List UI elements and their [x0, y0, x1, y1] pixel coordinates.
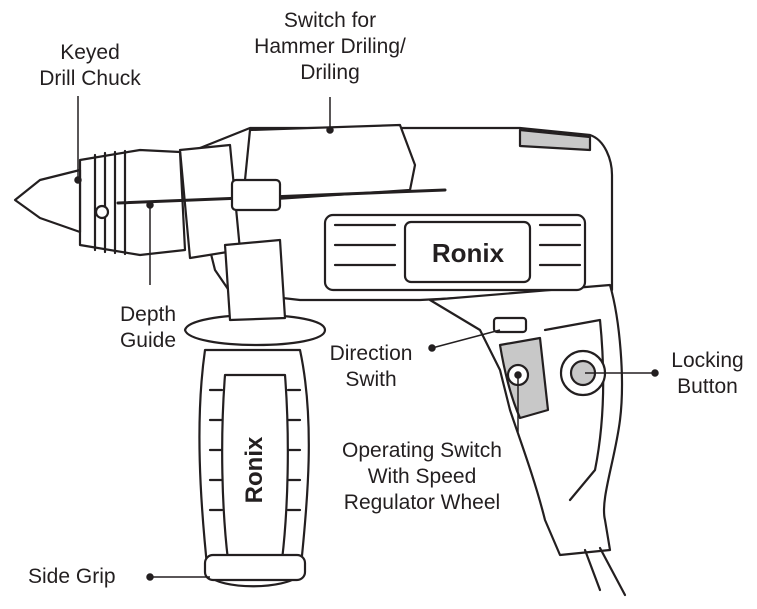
label-line: Operating Switch — [342, 439, 502, 462]
side-grip-end-cap — [203, 553, 307, 582]
chuck-nose — [13, 168, 82, 234]
depth-guide-clamp — [230, 178, 282, 212]
label-line: Depth — [119, 303, 177, 326]
label-line: Drill Chuck — [39, 67, 141, 90]
label-depth-guide: Depth Guide — [98, 302, 198, 354]
vent-slots-right — [538, 223, 582, 267]
brand-plate — [403, 220, 532, 284]
label-line: Side Grip — [28, 565, 116, 588]
label-line: Direction — [329, 342, 413, 365]
label-keyed-chuck: Keyed Drill Chuck — [20, 40, 160, 92]
label-line: Swith — [345, 368, 397, 391]
chuck-teeth — [93, 149, 127, 256]
label-line: Locking — [671, 349, 744, 372]
brand-logo-body: Ronix — [432, 238, 505, 268]
label-line: Keyed — [60, 41, 120, 64]
side-grip-ridges — [208, 388, 302, 512]
label-line: Regulator Wheel — [343, 491, 501, 514]
label-line: Driling — [300, 61, 360, 84]
label-line: With Speed — [367, 465, 477, 488]
rear-vents — [518, 128, 592, 152]
leader-direction-switch — [431, 329, 501, 349]
label-locking-button: Locking Button — [660, 348, 755, 400]
label-line: Hammer Driling/ — [254, 35, 406, 58]
label-operating-switch: Operating Switch With Speed Regulator Wh… — [322, 438, 522, 516]
label-line: Switch for — [283, 9, 377, 32]
handle-inner-trim — [543, 318, 605, 502]
label-switch-hammer: Switch for Hammer Driling/ Driling — [235, 8, 425, 86]
brand-logo-side-grip: Ronix — [241, 436, 268, 503]
side-grip-flange — [183, 313, 327, 347]
label-line: Guide — [119, 329, 177, 352]
depth-guide-rod — [116, 188, 447, 205]
label-direction-switch: Direction Swith — [316, 341, 426, 393]
chuck-key-hole — [94, 204, 110, 220]
side-grip-neck — [223, 238, 287, 322]
power-cord — [583, 546, 627, 597]
label-side-grip: Side Grip — [28, 564, 148, 590]
vent-slots-left — [333, 223, 397, 267]
direction-switch — [492, 316, 528, 334]
label-line: Button — [677, 375, 738, 398]
